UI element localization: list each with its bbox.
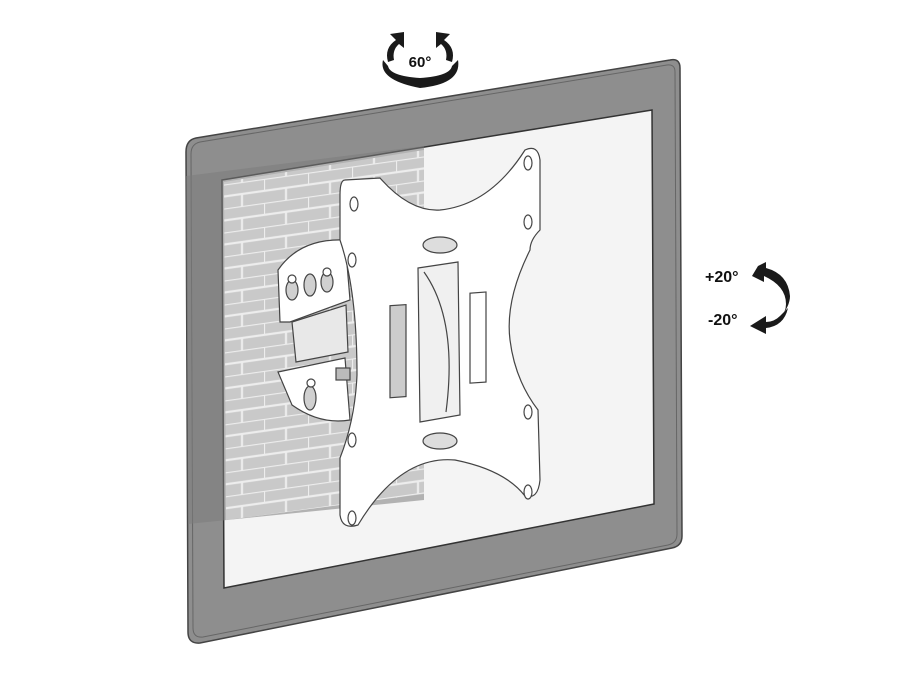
swivel-60-icon: 60°: [382, 32, 459, 88]
tilt-20-icon: +20° -20°: [705, 262, 790, 334]
wall-bracket: [277, 239, 351, 422]
tilt-down-label: -20°: [708, 312, 738, 329]
swivel-angle-label: 60°: [409, 54, 432, 71]
vesa-mounting-plate: [339, 147, 541, 527]
tilt-up-label: +20°: [705, 269, 739, 286]
